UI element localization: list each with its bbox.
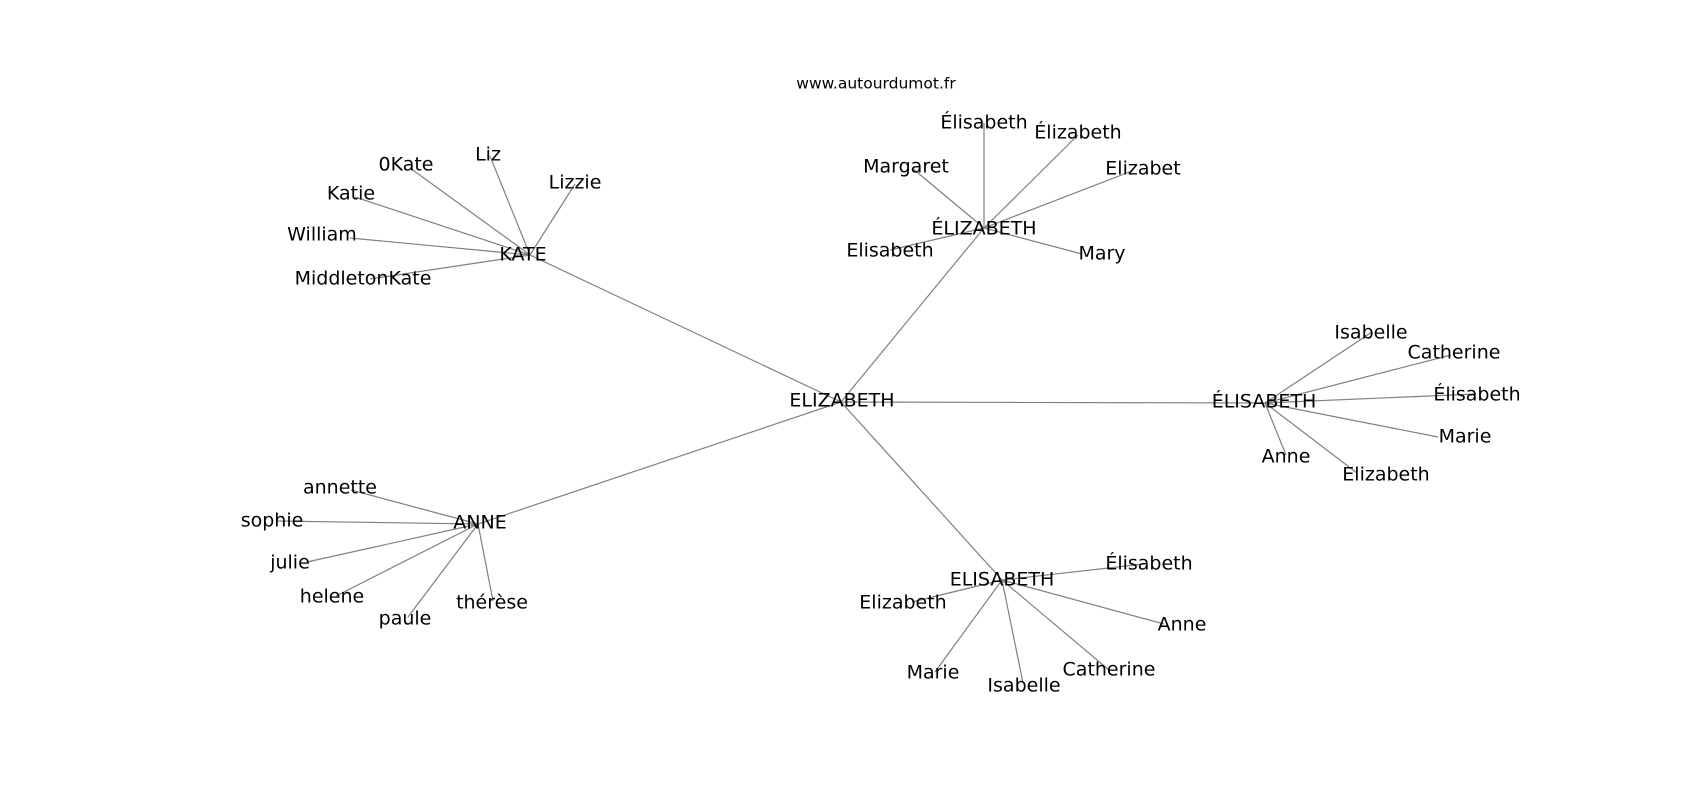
- leaf-node-label: Margaret: [863, 156, 949, 178]
- leaf-node-label: Isabelle: [987, 675, 1060, 697]
- branch-node-label: ÉLISABETH: [1212, 390, 1317, 413]
- leaf-node-label: Elizabeth: [859, 592, 946, 614]
- leaf-node-label: Katie: [327, 183, 375, 205]
- edge-root-to-4: [477, 401, 842, 525]
- leaf-node-label: paule: [379, 608, 432, 630]
- leaf-node-label: Anne: [1158, 614, 1207, 636]
- edge-branch-4-leaf-6: [477, 523, 494, 602]
- edge-branch-1-leaf-1: [409, 167, 531, 256]
- edge-root-to-5: [840, 401, 1003, 581]
- edge-branch-1-leaf-6: [369, 254, 531, 280]
- branch-node-label: ANNE: [453, 512, 506, 534]
- leaf-node-label: Catherine: [1408, 342, 1501, 364]
- edge-branch-2-leaf-5: [889, 227, 985, 251]
- leaf-node-label: Élisabeth: [1433, 383, 1520, 406]
- edge-branch-1-leaf-2: [489, 155, 531, 256]
- leaf-node-label: sophie: [241, 510, 304, 532]
- edge-branch-5-leaf-2: [911, 579, 1003, 603]
- leaf-node-label: Élisabeth: [940, 111, 1027, 134]
- edge-branch-4-leaf-5: [407, 523, 479, 618]
- edge-branch-3-leaf-5: [1264, 402, 1287, 456]
- branch-node-label: ÉLIZABETH: [931, 217, 1036, 240]
- edge-branch-2-leaf-2: [983, 134, 1079, 229]
- leaf-node-label: helene: [300, 586, 364, 608]
- site-url-label: www.autourdumot.fr: [796, 75, 956, 93]
- leaf-node-label: Marie: [907, 662, 960, 684]
- edge-branch-1-leaf-5: [349, 237, 531, 256]
- edge-layer: [275, 123, 1477, 684]
- edge-branch-5-leaf-6: [1001, 579, 1110, 671]
- edge-branch-2-leaf-3: [911, 167, 985, 229]
- edge-branch-4-leaf-2: [275, 520, 479, 525]
- leaf-node-label: thérèse: [456, 592, 528, 614]
- leaf-node-label: Élisabeth: [1105, 552, 1192, 575]
- leaf-node-label: Marie: [1439, 426, 1492, 448]
- branch-node-label: ELISABETH: [950, 569, 1055, 591]
- leaf-node-label: Elizabet: [1105, 158, 1180, 180]
- edge-branch-2-leaf-4: [983, 170, 1133, 229]
- edge-branch-3-leaf-4: [1264, 402, 1439, 438]
- leaf-node-label: MiddletonKate: [295, 268, 432, 290]
- edge-branch-3-leaf-6: [1264, 402, 1358, 474]
- edge-branch-5-leaf-3: [1001, 579, 1165, 625]
- leaf-node-label: Lizzie: [549, 172, 602, 194]
- edge-branch-4-leaf-1: [350, 489, 479, 525]
- leaf-node-label: 0Kate: [379, 154, 434, 176]
- edge-branch-1-leaf-4: [354, 196, 531, 256]
- edge-root-to-1: [529, 254, 842, 403]
- edge-branch-4-leaf-3: [306, 523, 479, 563]
- edge-branch-2-leaf-6: [983, 227, 1083, 255]
- edge-branch-3-leaf-2: [1264, 354, 1452, 404]
- leaf-node-label: Catherine: [1063, 659, 1156, 681]
- edge-branch-3-leaf-3: [1264, 393, 1477, 404]
- leaf-node-label: annette: [303, 477, 377, 499]
- leaf-node-label: Liz: [475, 144, 501, 166]
- leaf-node-label: Elizabeth: [1342, 464, 1429, 486]
- edge-branch-1-leaf-3: [529, 183, 576, 256]
- leaf-node-label: William: [287, 224, 357, 246]
- edge-branch-5-leaf-1: [1001, 563, 1145, 581]
- edge-branch-5-leaf-4: [934, 579, 1003, 673]
- leaf-node-label: Elisabeth: [846, 240, 933, 262]
- leaf-node-label: Mary: [1078, 243, 1125, 265]
- leaf-node-label: Anne: [1262, 446, 1311, 468]
- leaf-node-label: Élizabeth: [1034, 121, 1121, 144]
- edge-branch-3-leaf-1: [1264, 331, 1373, 404]
- branch-node-label: KATE: [499, 244, 546, 266]
- edge-branch-5-leaf-5: [1001, 579, 1024, 684]
- root-node-label: ELIZABETH: [789, 390, 894, 412]
- edge-root-to-2: [840, 227, 985, 403]
- edge-branch-4-leaf-4: [335, 523, 479, 597]
- leaf-node-label: Isabelle: [1334, 322, 1407, 344]
- leaf-node-label: julie: [269, 552, 310, 574]
- edge-root-to-3: [840, 401, 1266, 404]
